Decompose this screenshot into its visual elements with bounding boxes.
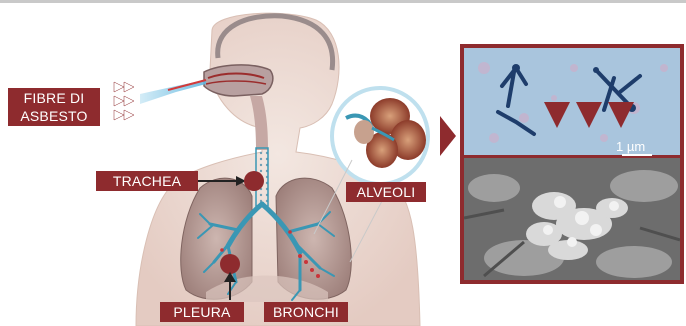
- asbestos-fibers-label: FIBRE DI ASBESTO: [8, 88, 100, 126]
- pointer-triangles: [544, 102, 634, 128]
- scale-label: 1 µm: [616, 139, 645, 154]
- bronchi-label: BRONCHI: [264, 302, 348, 322]
- asbestos-fibers-label-line1: FIBRE DI: [8, 89, 100, 107]
- electron-microscopy-image: [464, 158, 680, 280]
- alveoli-label: ALVEOLI: [346, 182, 426, 202]
- asbestos-fibers-label-line2: ASBESTO: [8, 107, 100, 125]
- scale-bar: [622, 154, 652, 156]
- trachea-label: TRACHEA: [96, 171, 198, 191]
- microscopy-panel: 1 µm: [460, 44, 684, 284]
- trachea-marker: [244, 171, 264, 191]
- pointer-arrow: [440, 116, 456, 156]
- fiber-arrows: [114, 82, 134, 120]
- pleura-label: PLEURA: [160, 302, 244, 322]
- light-microscopy-image: [464, 48, 680, 155]
- pleura-marker: [220, 254, 240, 274]
